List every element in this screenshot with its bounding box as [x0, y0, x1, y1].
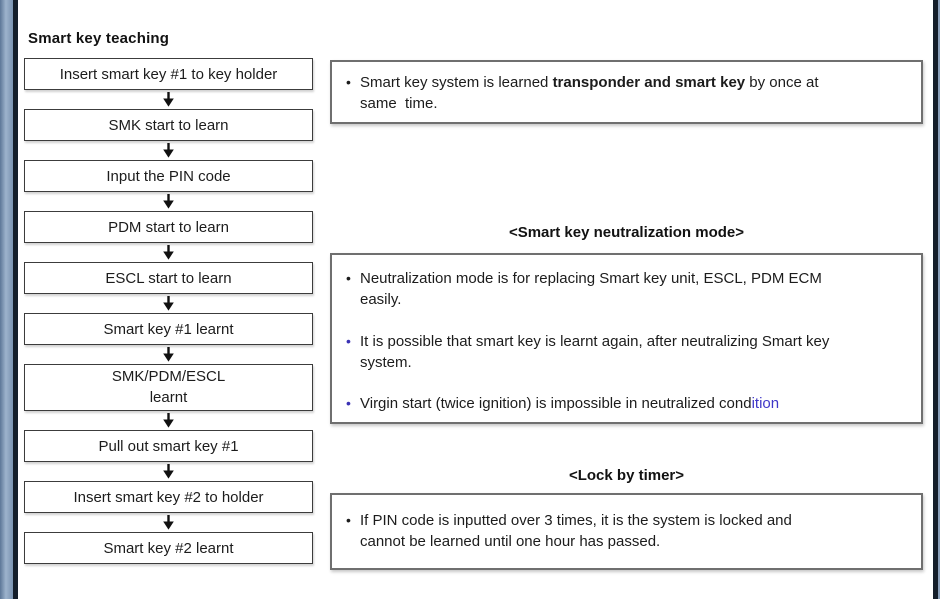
right-blue-strip [938, 0, 940, 599]
note-bullet: • Neutralization mode is for replacing S… [346, 268, 907, 311]
flow-step-label: Input the PIN code [106, 167, 231, 185]
down-arrow-icon [24, 192, 313, 211]
flow-step: PDM start to learn [24, 211, 313, 243]
note-box-neutralization: • Neutralization mode is for replacing S… [330, 253, 923, 424]
note-bullet: • Smart key system is learned transponde… [346, 72, 907, 115]
down-arrow-icon [24, 141, 313, 160]
down-arrow-icon [24, 294, 313, 313]
flow-step: Smart key #2 learnt [24, 532, 313, 564]
flow-step: Input the PIN code [24, 160, 313, 192]
note-bullet: • It is possible that smart key is learn… [346, 331, 907, 374]
down-arrow-icon [24, 90, 313, 109]
left-blue-strip [0, 0, 13, 599]
flow-step-label: Smart key #2 learnt [103, 539, 234, 557]
note-box-lock-by-timer: • If PIN code is inputted over 3 times, … [330, 493, 923, 570]
down-arrow-icon [24, 243, 313, 262]
flow-step: Pull out smart key #1 [24, 430, 313, 462]
flow-step-label: Pull out smart key #1 [98, 437, 239, 455]
bullet-icon: • [346, 74, 351, 90]
left-navy-border [13, 0, 18, 599]
flow-step: Insert smart key #1 to key holder [24, 58, 313, 90]
flow-step: Smart key #1 learnt [24, 313, 313, 345]
note-bullet: • If PIN code is inputted over 3 times, … [346, 510, 907, 553]
flow-step-label: SMK start to learn [108, 116, 229, 134]
flow-step-label: SMK/PDM/ESCL learnt [111, 368, 226, 406]
bullet-icon: • [346, 332, 351, 349]
flow-step-label: Insert smart key #2 to holder [73, 488, 264, 506]
note-text: It is possible that smart key is learnt … [360, 332, 830, 371]
down-arrow-icon [24, 345, 313, 364]
flow-step: SMK/PDM/ESCL learnt [24, 364, 313, 411]
down-arrow-icon [24, 462, 313, 481]
flow-step-label: Smart key #1 learnt [103, 320, 234, 338]
flowchart: Insert smart key #1 to key holder SMK st… [24, 58, 313, 564]
neutralization-mode-heading: <Smart key neutralization mode> [508, 224, 745, 241]
bullet-icon: • [346, 395, 351, 412]
note-text: If PIN code is inputted over 3 times, it… [360, 512, 792, 551]
lock-by-timer-heading: <Lock by timer> [568, 467, 685, 484]
note-bullet: • Virgin start (twice ignition) is impos… [346, 393, 907, 414]
bullet-icon: • [346, 270, 351, 286]
note-text: Neutralization mode is for replacing Sma… [360, 270, 822, 309]
page-title: Smart key teaching [28, 30, 170, 47]
flow-step: ESCL start to learn [24, 262, 313, 294]
down-arrow-icon [24, 411, 313, 430]
down-arrow-icon [24, 513, 313, 532]
flow-step-label: ESCL start to learn [105, 269, 232, 287]
flow-step-label: Insert smart key #1 to key holder [59, 65, 278, 83]
flow-step: SMK start to learn [24, 109, 313, 141]
note-box-transponder: • Smart key system is learned transponde… [330, 60, 923, 124]
right-navy-border [933, 0, 938, 599]
flow-step: Insert smart key #2 to holder [24, 481, 313, 513]
flow-step-label: PDM start to learn [108, 218, 229, 236]
bullet-icon: • [346, 512, 351, 528]
note-text: Virgin start (twice ignition) is impossi… [360, 395, 780, 413]
notes-column: • Smart key system is learned transponde… [330, 0, 923, 599]
note-text: Smart key system is learned transponder … [360, 74, 819, 113]
